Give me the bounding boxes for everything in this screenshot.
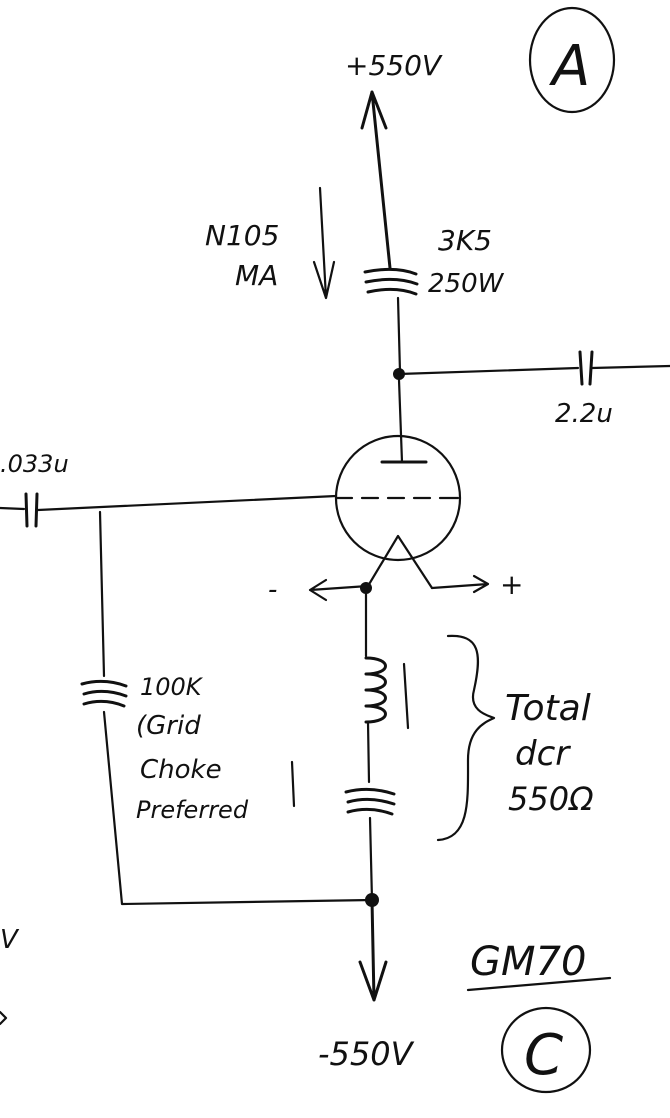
plate-resistor-value: 3K5 (438, 224, 492, 257)
grid-leak-wire-top (98, 510, 106, 678)
grid-resistor-note-2: Choke (140, 755, 222, 785)
total-dcr-line2: dcr (515, 734, 571, 774)
plate-resistor (363, 267, 419, 374)
current-label-line1: N105 (205, 219, 279, 252)
marker-c-letter: C (524, 1023, 563, 1088)
marker-a-letter: A (549, 34, 590, 99)
current-arrow (312, 186, 336, 300)
supply-positive-label: +550V (345, 49, 443, 82)
output-wire-left (397, 366, 580, 376)
tube-type-label: GM70 (470, 939, 586, 985)
current-label-line2: MA (235, 259, 278, 292)
marker-c: C (500, 1006, 592, 1094)
filament-choke (364, 656, 410, 730)
left-edge-fragment (0, 1010, 8, 1026)
positive-rail-arrow (360, 90, 392, 270)
output-coupling-capacitor (578, 350, 594, 386)
filament-plus-label: + (500, 568, 523, 601)
total-dcr-line1: Total (505, 688, 591, 729)
negative-rail-arrow (358, 898, 388, 1002)
grid-resistor-value: 100K (140, 673, 204, 701)
cathode-resistor (344, 787, 396, 816)
tube-filament (366, 534, 434, 590)
total-dcr-line3: 550Ω (508, 780, 594, 818)
input-coupling-capacitor (24, 492, 39, 528)
total-dcr-brace (436, 634, 496, 842)
marker-a: A (528, 6, 616, 114)
cathode-wire-2 (366, 720, 371, 784)
plate-resistor-power: 250W (428, 269, 505, 299)
output-wire-right (590, 364, 670, 370)
cathode-wire-3 (368, 816, 374, 902)
filament-lead-right (430, 574, 490, 594)
plate-lead (397, 378, 404, 464)
filament-lead-left (308, 578, 370, 602)
filament-minus-label: - (268, 575, 277, 605)
tube-type-underline (466, 976, 612, 992)
triode-tube (334, 434, 462, 590)
grid-resistor-note-1: (Grid (136, 711, 201, 741)
grid-resistor-note-3: Preferred (136, 796, 249, 824)
left-edge-mark: V (0, 925, 20, 955)
grid-note-bracket (290, 760, 296, 808)
output-cap-label: 2.2u (555, 399, 613, 429)
input-wire-left (0, 506, 26, 511)
supply-negative-label: -550V (318, 1035, 415, 1073)
grid-leak-wire-bottom (102, 710, 374, 906)
grid-leak-resistor (80, 679, 128, 708)
input-cap-label: .033u (0, 450, 69, 478)
grid-wire (36, 494, 338, 512)
